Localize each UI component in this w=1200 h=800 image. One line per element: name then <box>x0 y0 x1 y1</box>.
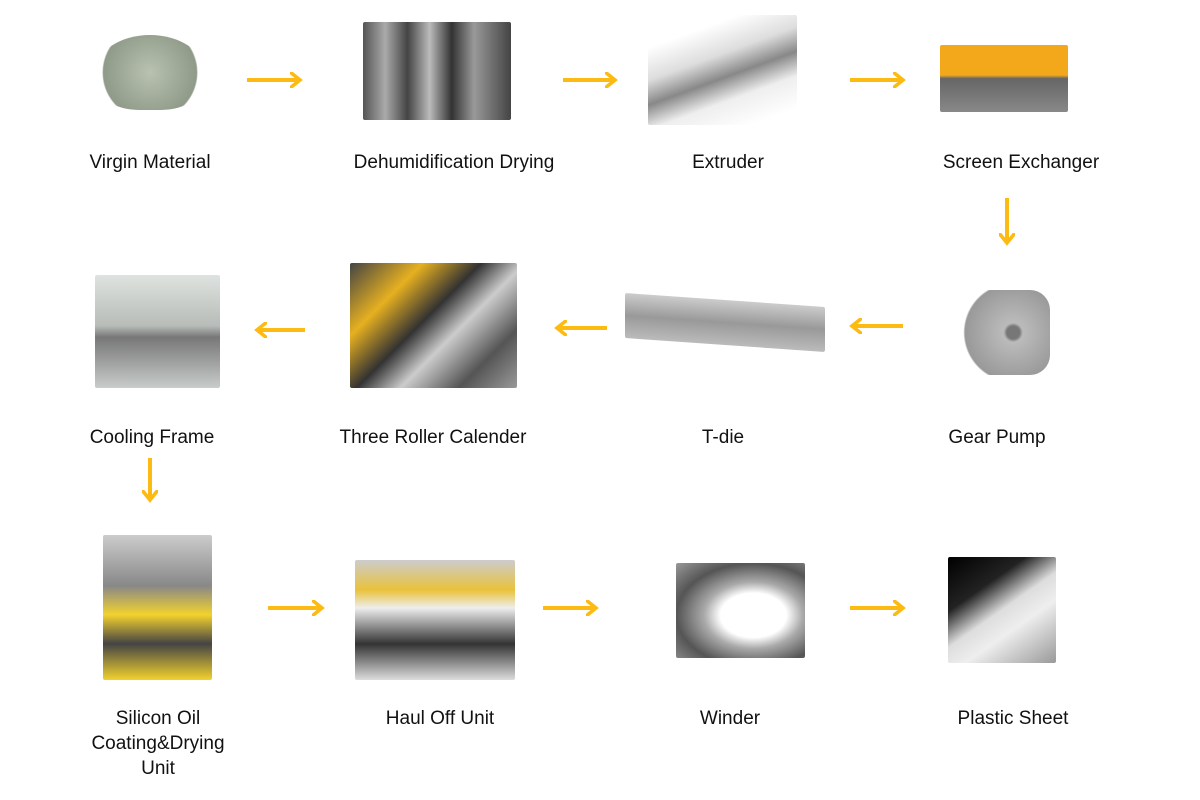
step-label: Screen Exchanger <box>942 152 1100 173</box>
step-label: Virgin Material <box>89 152 211 173</box>
gear-pump-image <box>945 290 1050 375</box>
step-label: Extruder <box>692 152 764 173</box>
haul-off-unit-image <box>355 560 515 680</box>
extruder-image <box>648 15 797 125</box>
silicon-oil-coating-image <box>103 535 212 680</box>
step-label: Three Roller Calender <box>339 427 527 448</box>
screen-exchanger-image <box>940 45 1068 112</box>
dehumidification-drying-image <box>363 22 511 120</box>
step-label: Cooling Frame <box>89 427 215 448</box>
winder-image <box>676 563 805 658</box>
plastic-sheet-image <box>948 557 1056 663</box>
step-label: Dehumidification Drying <box>353 152 555 173</box>
step-label: T-die <box>701 427 745 448</box>
step-label: Gear Pump <box>948 427 1046 448</box>
step-label: Haul Off Unit <box>385 708 495 729</box>
step-label: Silicon Oil Coating&Drying Unit <box>91 708 225 779</box>
step-label: Winder <box>699 708 761 729</box>
step-label: Plastic Sheet <box>957 708 1069 729</box>
virgin-material-image <box>95 35 205 110</box>
cooling-frame-image <box>95 275 220 388</box>
three-roller-calender-image <box>350 263 517 388</box>
